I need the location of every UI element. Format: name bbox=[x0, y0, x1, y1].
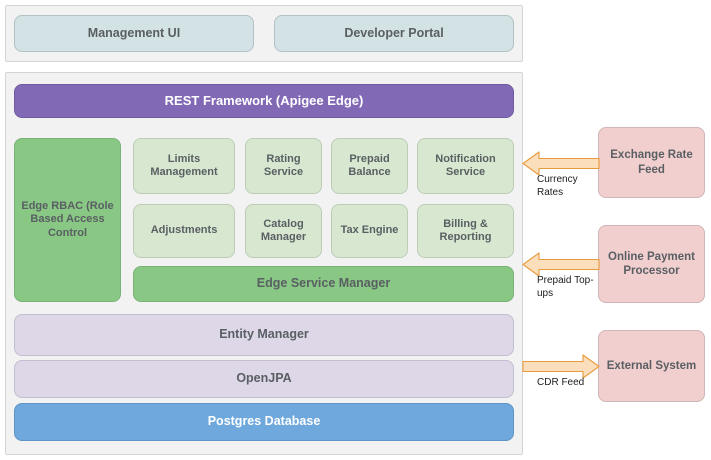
node-label: OpenJPA bbox=[236, 371, 292, 386]
node-label: REST Framework (Apigee Edge) bbox=[164, 93, 364, 109]
node-label: Billing & Reporting bbox=[439, 217, 492, 243]
node-label: External System bbox=[606, 359, 697, 372]
node-label: Tax Engine bbox=[340, 224, 399, 237]
node-entity-manager[interactable]: Entity Manager bbox=[14, 314, 514, 356]
node-edge-rbac[interactable]: Edge RBAC (Role Based Access Control bbox=[14, 138, 121, 302]
arrow-prepaid-topups bbox=[522, 251, 600, 278]
node-notification-service[interactable]: Notification Service bbox=[417, 138, 514, 194]
node-label: Management UI bbox=[87, 25, 181, 40]
node-exchange-rate-feed[interactable]: Exchange Rate Feed bbox=[598, 127, 705, 198]
node-limits-management[interactable]: Limits Management bbox=[133, 138, 235, 194]
node-label: Limits Management bbox=[150, 152, 218, 178]
node-label: Prepaid Balance bbox=[348, 152, 391, 178]
node-billing-reporting[interactable]: Billing & Reporting bbox=[417, 204, 514, 258]
node-label: Edge Service Manager bbox=[256, 276, 391, 291]
node-management-ui[interactable]: Management UI bbox=[14, 15, 254, 52]
node-label: Postgres Database bbox=[207, 414, 321, 429]
node-label: Catalog Manager bbox=[260, 217, 307, 243]
node-edge-service-manager[interactable]: Edge Service Manager bbox=[133, 266, 514, 302]
node-catalog-manager[interactable]: Catalog Manager bbox=[245, 204, 322, 258]
node-openjpa[interactable]: OpenJPA bbox=[14, 360, 514, 398]
node-prepaid-balance[interactable]: Prepaid Balance bbox=[331, 138, 408, 194]
arrow-cdr-feed bbox=[522, 353, 600, 380]
node-label: Developer Portal bbox=[344, 25, 444, 40]
node-label: Entity Manager bbox=[219, 327, 309, 342]
node-online-payment-processor[interactable]: Online Payment Processor bbox=[598, 225, 705, 303]
node-developer-portal[interactable]: Developer Portal bbox=[274, 15, 514, 52]
node-label: Notification Service bbox=[435, 152, 496, 178]
node-label: Edge RBAC (Role Based Access Control bbox=[21, 199, 114, 239]
node-adjustments[interactable]: Adjustments bbox=[133, 204, 235, 258]
arrow-label-cdr-feed: CDR Feed bbox=[537, 377, 585, 388]
arrow-label-prepaid-topups: Prepaid Top-ups bbox=[537, 275, 594, 299]
node-rest-framework[interactable]: REST Framework (Apigee Edge) bbox=[14, 84, 514, 118]
node-external-system[interactable]: External System bbox=[598, 330, 705, 402]
arrow-label-currency-rates: Currency Rates bbox=[537, 174, 578, 198]
node-label: Adjustments bbox=[150, 224, 218, 237]
node-postgres-database[interactable]: Postgres Database bbox=[14, 403, 514, 441]
node-label: Rating Service bbox=[263, 152, 304, 178]
node-label: Online Payment Processor bbox=[608, 250, 695, 277]
node-label: Exchange Rate Feed bbox=[610, 149, 693, 176]
node-tax-engine[interactable]: Tax Engine bbox=[331, 204, 408, 258]
arrow-currency-rates bbox=[522, 150, 600, 177]
node-rating-service[interactable]: Rating Service bbox=[245, 138, 322, 194]
